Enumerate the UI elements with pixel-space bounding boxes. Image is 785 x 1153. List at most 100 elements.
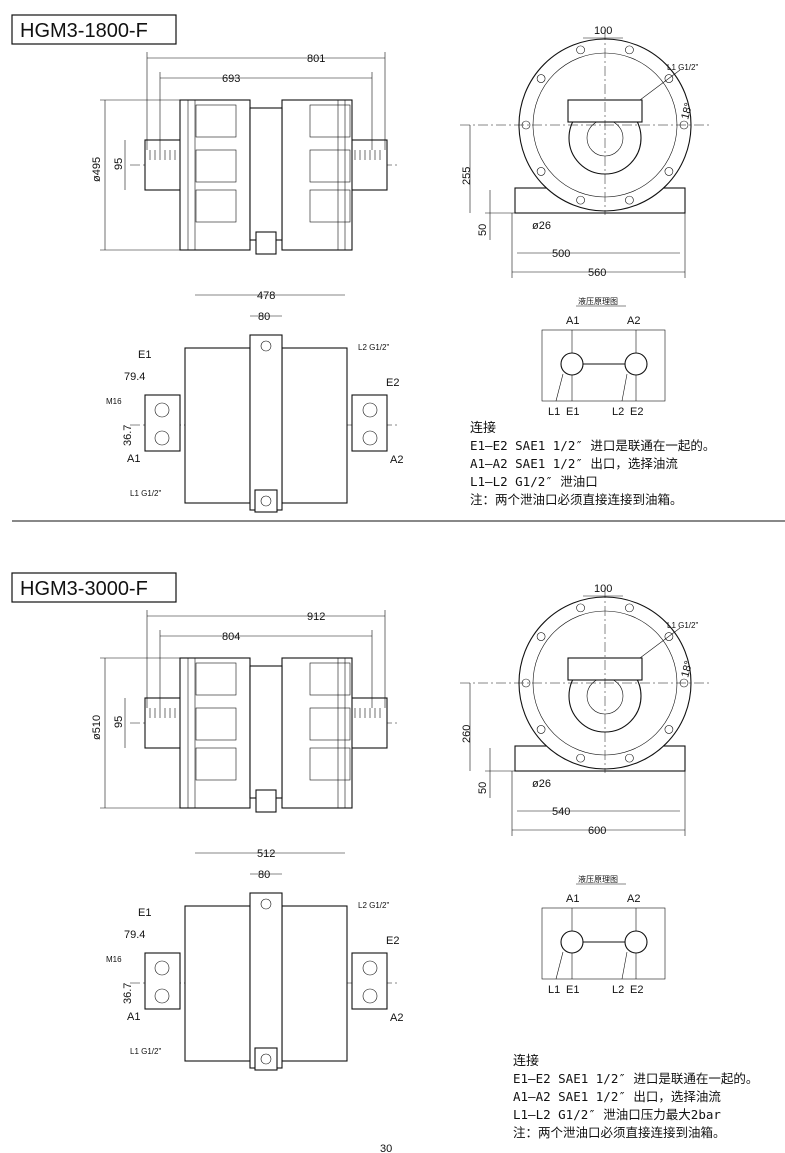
- housing-detail: [195, 707, 237, 741]
- dim-foot-height: 50: [477, 782, 489, 794]
- bolt-hole: [536, 167, 546, 176]
- bolt-hole: [625, 195, 634, 205]
- front-view: 912 804 ø510 95: [91, 610, 400, 813]
- model-title-box: [11, 14, 177, 45]
- page-number: 30: [380, 1143, 392, 1153]
- bolt-hole: [536, 632, 546, 641]
- port-block-right: [351, 952, 388, 1010]
- bolt-hole: [536, 74, 546, 83]
- dim-thread: M16: [106, 955, 122, 964]
- port-a2-label: A2: [390, 1012, 403, 1024]
- notes-heading: 连接: [513, 1053, 539, 1068]
- dim-flange-span: 804: [222, 631, 240, 643]
- port-e1-label: E1: [138, 907, 151, 919]
- dim-hole-dia: ø26: [532, 778, 551, 790]
- note-line: E1–E2 SAE1 1/2″ 进口是联通在一起的。: [513, 1071, 758, 1086]
- motor-housing-right: [281, 99, 353, 251]
- drain-port-label: L1 G1/2": [667, 621, 698, 630]
- housing-detail: [195, 104, 237, 138]
- note-line: A1–A2 SAE1 1/2″ 出口，选择油流: [470, 456, 678, 471]
- dim-center-width: 80: [258, 869, 270, 881]
- housing-detail: [309, 149, 351, 183]
- dim-port-spacing: 36.7: [122, 425, 134, 446]
- dim-center-width: 80: [258, 311, 270, 323]
- note-line: L1–L2 G1/2″ 泄油口压力最大2bar: [513, 1107, 721, 1122]
- port-e2-label: E2: [386, 935, 399, 947]
- dim-port-offset: 79.4: [124, 929, 145, 941]
- housing-detail: [195, 189, 237, 223]
- port-hole: [154, 430, 170, 446]
- bolt-hole: [576, 603, 585, 613]
- housing-right: [281, 347, 348, 504]
- port-block-right: [351, 394, 388, 452]
- bolt-hole: [521, 120, 531, 130]
- port-hole: [154, 988, 170, 1004]
- drain-port-label: L1 G1/2": [667, 63, 698, 72]
- note-line: L1–L2 G1/2″ 泄油口: [470, 474, 598, 489]
- drain-port-1-label: L1 G1/2": [130, 1047, 161, 1056]
- bolt-hole: [576, 45, 585, 55]
- center-block: [249, 892, 283, 1069]
- dim-diameter: ø510: [91, 715, 103, 740]
- dim-shaft-offset: 95: [113, 716, 125, 728]
- note-line: 注：两个泄油口必须直接连接到油箱。: [513, 1125, 726, 1140]
- port-e1-label: E1: [138, 349, 151, 361]
- dim-hole-dia: ø26: [532, 220, 551, 232]
- drain-port-1-label: L1 G1/2": [130, 489, 161, 498]
- housing-detail: [309, 707, 351, 741]
- bolt-hole: [664, 74, 674, 83]
- drawing-line: [621, 373, 628, 402]
- housing-left: [184, 347, 251, 504]
- dim-center-height: 260: [461, 725, 473, 743]
- schematic-title: 液压原理图: [578, 874, 618, 884]
- dim-top-length: 478: [257, 290, 275, 302]
- drawing-line: [260, 898, 272, 910]
- bolt-hole: [521, 678, 531, 688]
- bolt-hole: [664, 725, 674, 734]
- notes-heading: 连接: [470, 420, 496, 435]
- drawing-line: [260, 1053, 272, 1065]
- schematic-l2: L2: [612, 984, 624, 996]
- housing-detail: [195, 662, 237, 696]
- schematic-e2: E2: [630, 406, 643, 418]
- dim-overall-length: 912: [307, 611, 325, 623]
- drawing-line: [639, 69, 681, 101]
- housing-detail: [309, 189, 351, 223]
- schematic-l1: L1: [548, 406, 560, 418]
- housing-left: [184, 905, 251, 1062]
- schematic-a2: A2: [627, 893, 640, 905]
- drawing-line: [260, 495, 272, 507]
- center-foot: [254, 1047, 278, 1071]
- port-a1-label: A1: [127, 1011, 140, 1023]
- schematic-a2: A2: [627, 315, 640, 327]
- bolt-hole: [679, 678, 689, 688]
- dim-base-width: 600: [588, 825, 606, 837]
- schematic-l2: L2: [612, 406, 624, 418]
- motor-symbol: [624, 930, 648, 954]
- bolt-hole: [664, 167, 674, 176]
- motor-symbol: [560, 352, 584, 376]
- port-hole: [154, 402, 170, 418]
- dim-shaft-offset: 95: [113, 158, 125, 170]
- dim-flange-span: 693: [222, 73, 240, 85]
- dim-top-width: 100: [594, 25, 612, 37]
- note-line: A1–A2 SAE1 1/2″ 出口，选择油流: [513, 1089, 721, 1104]
- dim-top-width: 100: [594, 583, 612, 595]
- housing-right: [281, 905, 348, 1062]
- motor-housing-right: [281, 657, 353, 809]
- motor-symbol: [624, 352, 648, 376]
- port-block-left: [144, 394, 181, 452]
- drain-port-2-label: L2 G1/2": [358, 343, 389, 352]
- bolt-hole: [625, 603, 634, 613]
- bolt-hole: [625, 45, 634, 55]
- center-foot: [255, 231, 277, 255]
- bolt-hole: [679, 120, 689, 130]
- drawing-line: [621, 951, 628, 980]
- center-foot: [254, 489, 278, 513]
